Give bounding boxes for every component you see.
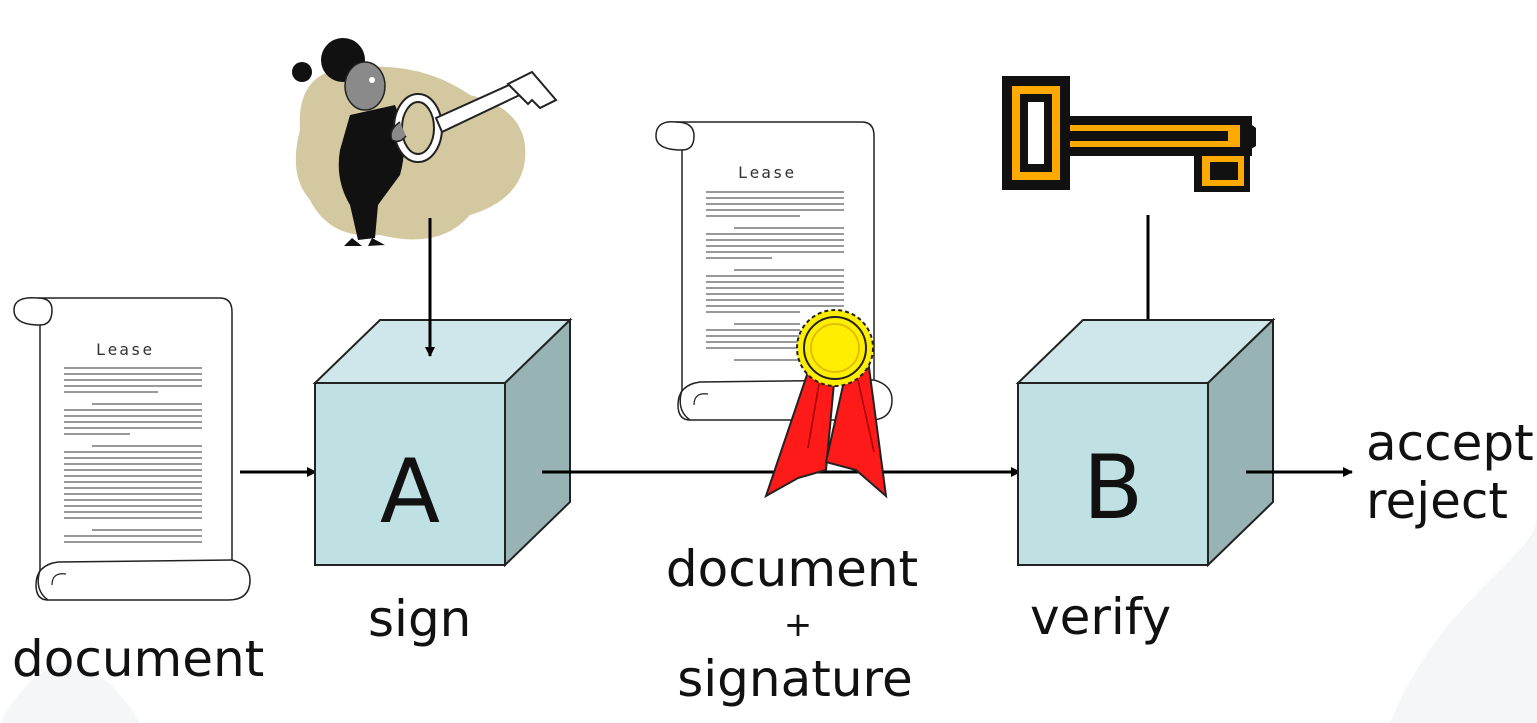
verify-box-cube: B (1015, 317, 1276, 568)
input-document-label: document (12, 630, 264, 688)
background-watermark (0, 520, 1537, 723)
sign-box-front (314, 382, 506, 566)
key-icon (1002, 76, 1256, 192)
award-ribbon-icon (764, 309, 888, 499)
input-scroll-text-lines (64, 367, 202, 543)
sign-box-label: sign (368, 590, 471, 648)
signed-document-label-plus: + (784, 605, 813, 645)
input-document-scroll-icon: Lease (13, 297, 251, 601)
input-scroll-heading: Lease (96, 340, 154, 359)
signed-document-label-line3: signature (677, 650, 913, 708)
verify-box-letter: B (1083, 436, 1143, 539)
sign-box-letter: A (380, 440, 440, 543)
result-reject-label: reject (1366, 472, 1508, 530)
verify-box-front (1017, 382, 1209, 566)
signed-document-label-line1: document (666, 540, 918, 598)
sign-box-cube: A (312, 317, 573, 568)
result-accept-label: accept (1366, 414, 1534, 472)
person-holding-key-icon (292, 38, 558, 246)
signed-scroll-text-lines (706, 191, 844, 361)
signed-scroll-heading: Lease (738, 163, 796, 182)
verify-box-label: verify (1030, 588, 1171, 646)
